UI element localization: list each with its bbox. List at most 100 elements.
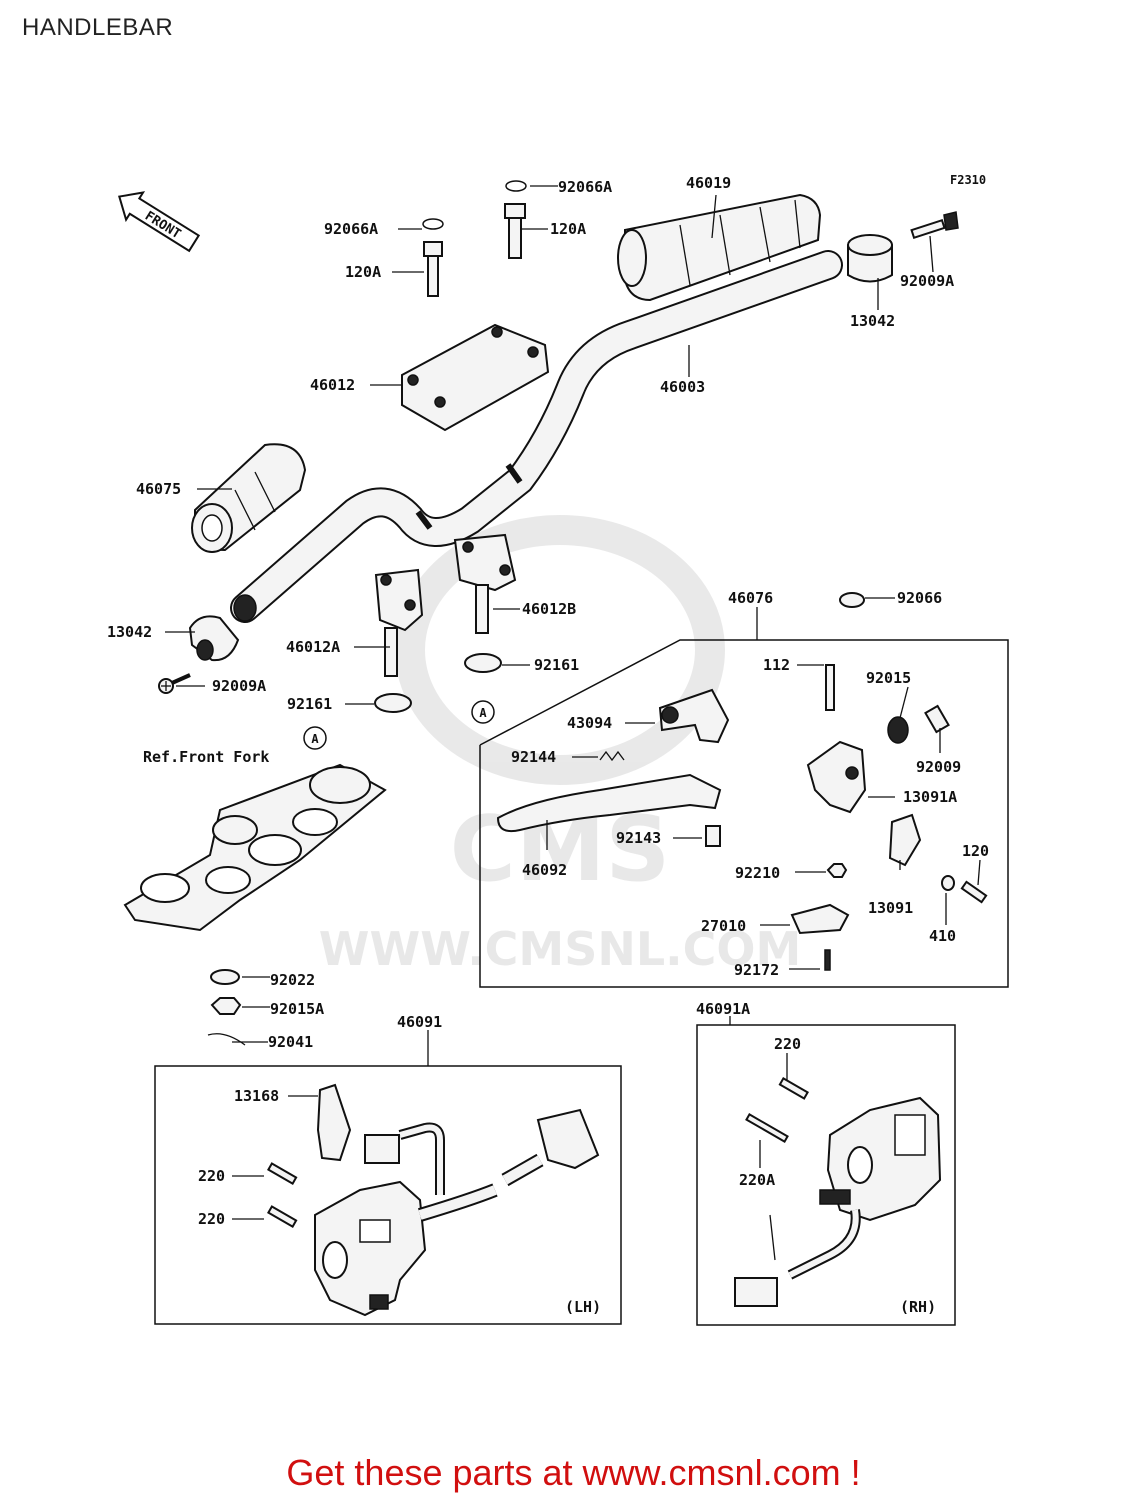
svg-text:A: A — [311, 732, 319, 746]
screw-220-lh-lower — [267, 1205, 298, 1228]
label-92161: 92161 — [287, 695, 332, 713]
label-92172: 92172 — [734, 961, 779, 979]
footer-promo: Get these parts at www.cmsnl.com ! — [0, 1452, 1147, 1494]
label-27010: 27010 — [701, 917, 746, 935]
label-92066a: 92066A — [324, 220, 378, 238]
footer-link[interactable]: www.cmsnl.com — [582, 1452, 841, 1493]
label-92022: 92022 — [270, 971, 315, 989]
lh-switch-frame — [154, 1065, 622, 1325]
label-92161: 92161 — [534, 656, 579, 674]
nut-92210 — [826, 863, 848, 878]
screw-220-rh — [778, 1077, 809, 1100]
lever-bracket-43094 — [658, 688, 730, 744]
watermark-url: WWW.CMSNL.COM — [319, 922, 802, 976]
handlebar-part — [230, 250, 843, 623]
lever-assembly-frame — [479, 639, 1009, 988]
label-13042: 13042 — [107, 623, 152, 641]
bolt-120a-left — [422, 218, 444, 297]
label-13091: 13091 — [868, 899, 913, 917]
label-43094: 43094 — [567, 714, 612, 732]
upper-triple-clamp — [123, 763, 387, 932]
bolt-112 — [825, 664, 835, 711]
label-92009a: 92009A — [900, 272, 954, 290]
label-46092: 46092 — [522, 861, 567, 879]
label-46091: 46091 — [397, 1013, 442, 1031]
label-220a: 220A — [739, 1171, 775, 1189]
bolt-120 — [960, 880, 988, 904]
figure-code: F2310 — [950, 173, 986, 187]
clamp-13091 — [888, 813, 922, 867]
footer-suffix: ! — [840, 1452, 861, 1493]
washer-92015 — [887, 716, 909, 744]
rh-switch-frame — [696, 1024, 956, 1326]
rh-switch-housing-46091a — [734, 1096, 942, 1307]
label-92041: 92041 — [268, 1033, 313, 1051]
label-92144: 92144 — [511, 748, 556, 766]
washer-92161-right — [464, 653, 502, 673]
clip-92041 — [207, 1033, 246, 1046]
footer-prefix: Get these parts at — [286, 1452, 583, 1493]
washer-92022 — [210, 969, 240, 985]
lower-holder-46012a — [374, 568, 424, 677]
washer-410 — [941, 875, 955, 891]
front-arrow-icon: FRONT — [118, 191, 201, 253]
upper-holder-46012 — [401, 323, 550, 432]
clutch-lever-46092 — [496, 773, 722, 833]
spring-92144 — [599, 750, 625, 762]
callout-a-top: A — [303, 726, 327, 750]
label-120a: 120A — [345, 263, 381, 281]
label-92143: 92143 — [616, 829, 661, 847]
bolt-120a-right — [504, 180, 527, 259]
label-46012a: 46012A — [286, 638, 340, 656]
adjuster-92009 — [924, 704, 950, 734]
ref-note: Ref.Front Fork — [143, 748, 269, 766]
lh-switch-housing-46091 — [314, 1108, 600, 1317]
clip-13168 — [316, 1083, 352, 1162]
screw-92172 — [824, 949, 831, 971]
switch-27010 — [790, 903, 850, 935]
pin-92143 — [705, 825, 721, 847]
label-46019: 46019 — [686, 174, 731, 192]
label-410: 410 — [929, 927, 956, 945]
rh-side-label: (RH) — [900, 1298, 936, 1316]
label-92066a: 92066A — [558, 178, 612, 196]
leader-lines — [165, 185, 981, 1220]
label-220: 220 — [774, 1035, 801, 1053]
label-92015: 92015 — [866, 669, 911, 687]
label-92009a: 92009A — [212, 677, 266, 695]
page-title: HANDLEBAR — [22, 14, 174, 41]
label-92015a: 92015A — [270, 1000, 324, 1018]
label-120: 120 — [962, 842, 989, 860]
lh-side-label: (LH) — [565, 1298, 601, 1316]
lever-holder-13091a — [806, 740, 867, 814]
label-92210: 92210 — [735, 864, 780, 882]
parts-diagram: CMS WWW.CMSNL.COM F2310 FRONT — [107, 173, 1009, 1326]
label-46076: 46076 — [728, 589, 773, 607]
washer-92161-left — [374, 693, 412, 713]
label-46075: 46075 — [136, 480, 181, 498]
label-220: 220 — [198, 1210, 225, 1228]
screw-220-lh-upper — [267, 1162, 298, 1185]
right-grip-part — [617, 193, 822, 302]
label-46012: 46012 — [310, 376, 355, 394]
label-46012b: 46012B — [522, 600, 576, 618]
label-220: 220 — [198, 1167, 225, 1185]
bar-end-weight-left — [188, 615, 240, 662]
label-120a: 120A — [550, 220, 586, 238]
label-46003: 46003 — [660, 378, 705, 396]
label-92009: 92009 — [916, 758, 961, 776]
label-13042: 13042 — [850, 312, 895, 330]
svg-text:A: A — [479, 706, 487, 720]
label-112: 112 — [763, 656, 790, 674]
screw-92009a-left — [158, 673, 191, 694]
nut-92015a — [210, 997, 242, 1015]
part-labels: 92066A 46019 92066A 120A 120A 92009A 130… — [107, 174, 989, 1228]
label-46091a: 46091A — [696, 1000, 750, 1018]
left-grip-part — [191, 443, 307, 553]
screw-220a-rh — [745, 1113, 789, 1143]
label-13168: 13168 — [234, 1087, 279, 1105]
screw-92009a-right — [910, 211, 959, 240]
bar-end-weight-right — [847, 234, 893, 283]
label-92066: 92066 — [897, 589, 942, 607]
label-13091a: 13091A — [903, 788, 957, 806]
